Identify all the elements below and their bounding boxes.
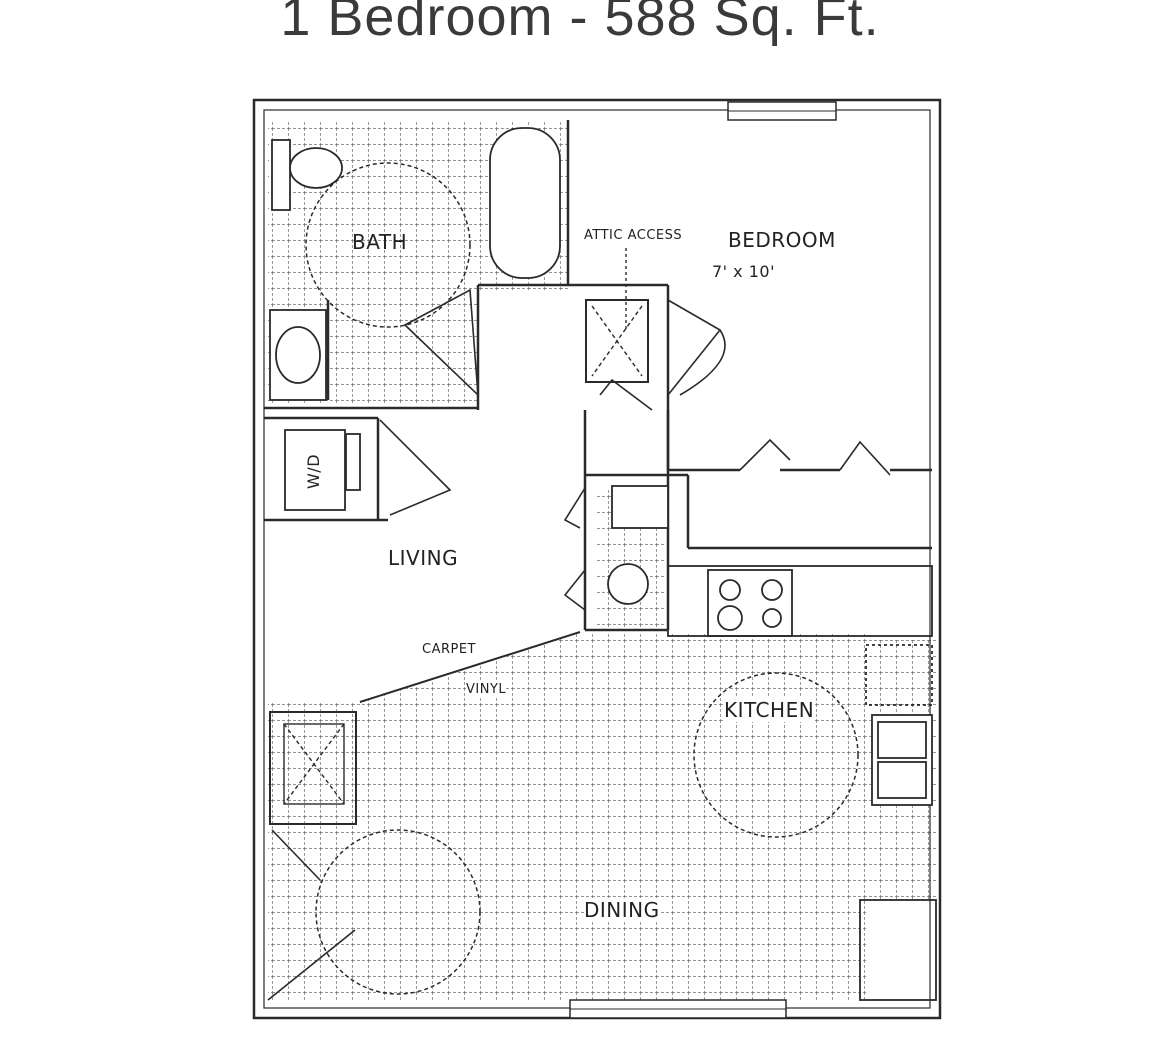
toilet-bowl-icon [289, 147, 343, 189]
swing-circles [305, 162, 859, 995]
plan-title: 1 Bedroom - 588 Sq. Ft. [280, 0, 880, 47]
bedroom-size-label: 7' x 10' [712, 262, 775, 281]
x-marks [283, 305, 643, 805]
living-label: LIVING [388, 546, 459, 570]
bath-label: BATH [352, 230, 408, 254]
water-heater-icon [611, 485, 669, 529]
toilet-tank-icon [271, 139, 291, 211]
doors [267, 288, 891, 1001]
vinyl-label: VINYL [466, 682, 507, 697]
dining-label: DINING [584, 898, 660, 922]
carpet-label: CARPET [422, 642, 476, 657]
washer-dryer-label: W/D [304, 453, 324, 490]
fixtures [269, 127, 937, 1001]
kitchen-label: KITCHEN [724, 698, 815, 722]
outer-walls [252, 98, 942, 1020]
bath-sink-icon [275, 326, 321, 384]
attic-access-label: ATTIC ACCESS [584, 228, 683, 243]
tile-vinyl-area [268, 632, 866, 1000]
refrigerator-icon [859, 899, 937, 1001]
floor-divider [359, 631, 581, 703]
bathtub-icon [489, 127, 561, 279]
bedroom-label: BEDROOM [728, 228, 836, 252]
